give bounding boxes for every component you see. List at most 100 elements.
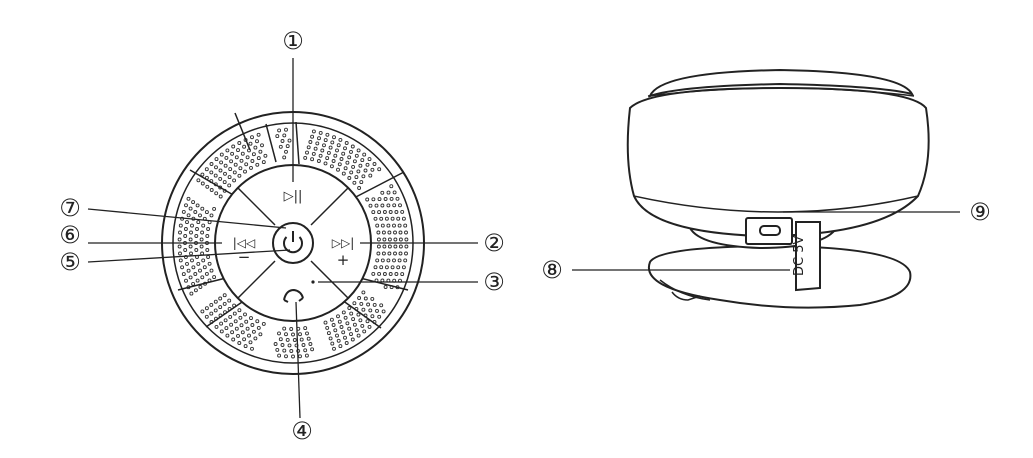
grille-dot [338, 344, 343, 349]
grille-dot [236, 333, 240, 338]
grille-dot [299, 337, 304, 342]
grille-dot [311, 129, 316, 134]
grille-dot [177, 237, 182, 242]
grille-dot [365, 197, 370, 202]
grille-dot [219, 321, 224, 326]
grille-dot [400, 272, 405, 277]
volume-up-icon[interactable]: + [337, 251, 350, 269]
grille-dot [373, 265, 378, 270]
grille-dot [329, 317, 334, 322]
grille-dot [284, 354, 288, 359]
grille-dot [189, 251, 193, 256]
front-view: ▷|| ▷▷| + |◁◁ − ① ② ③ ④ ⑤ ⑥ ⑦ [59, 27, 505, 445]
grille-dot [188, 275, 193, 280]
grille-dot [325, 325, 330, 330]
grille-dot [360, 158, 365, 163]
grille-dot [393, 244, 398, 249]
grille-dot [243, 344, 248, 349]
grille-dot [387, 244, 392, 249]
grille-dot [362, 329, 367, 334]
grille-dot [183, 255, 188, 259]
grille-dot [189, 291, 194, 296]
grille-dot [301, 343, 306, 347]
grille-dot [278, 144, 283, 149]
grille-dot [341, 151, 346, 156]
grille-dot [303, 326, 308, 331]
grille-dot [344, 141, 349, 145]
grille-dot [242, 337, 247, 342]
grille-dot [255, 319, 260, 324]
grille-dot [209, 311, 214, 316]
grille-dot [204, 271, 209, 276]
grille-dot [320, 148, 325, 153]
grille-dot [195, 278, 200, 283]
grille-dot [349, 332, 353, 337]
grille-dot [196, 178, 201, 183]
grille-dot [375, 223, 380, 228]
grille-dot [227, 183, 232, 188]
grille-dot [335, 333, 339, 338]
grille-dot [303, 348, 308, 353]
grille-dot [250, 159, 255, 163]
grille-dot [284, 332, 288, 337]
grille-dot [188, 206, 193, 211]
grille-dot [201, 258, 206, 263]
grille-dot [258, 332, 263, 337]
grille-dot [190, 258, 194, 263]
grille-dot [358, 163, 363, 168]
grille-dot [219, 152, 224, 157]
power-button[interactable] [272, 222, 314, 264]
grille-dot [325, 132, 330, 137]
grille-dot [377, 271, 382, 276]
previous-track-icon[interactable]: |◁◁ [233, 236, 256, 250]
grille-dot [282, 133, 287, 138]
grille-dot [191, 281, 196, 286]
grille-dot [249, 316, 253, 321]
grille-dot [404, 244, 409, 249]
grille-dot [231, 337, 236, 342]
callout-4: ④ [291, 417, 313, 445]
grille-dot [349, 311, 354, 316]
volume-down-icon[interactable]: − [238, 248, 251, 266]
grille-dot [255, 139, 259, 144]
grille-dot [343, 166, 348, 171]
grille-dot [228, 167, 233, 172]
grille-dot [284, 127, 288, 132]
grille-dot [397, 258, 402, 263]
grille-dot [328, 145, 333, 150]
grille-dot [239, 323, 244, 328]
play-pause-icon[interactable]: ▷|| [284, 189, 303, 204]
grille-dot [305, 150, 309, 155]
grille-dot [400, 209, 405, 214]
grille-dot [184, 278, 188, 283]
next-track-icon[interactable]: ▷▷| [332, 236, 355, 250]
grille-dot [236, 148, 240, 153]
grille-dot [393, 230, 397, 235]
grille-dot [387, 237, 392, 242]
phone-icon[interactable] [283, 288, 304, 303]
grille-dot [397, 223, 402, 228]
grille-dot [184, 203, 188, 208]
callout-9: ⑨ [969, 198, 991, 226]
grille-dot [287, 138, 292, 143]
grille-dot [209, 162, 214, 166]
grille-dot [386, 190, 391, 195]
grille-dot [200, 309, 205, 314]
grille-dot [361, 307, 366, 312]
power-icon [283, 231, 303, 254]
grille-dot [256, 156, 261, 161]
dc-5v-label: DC 5V [792, 236, 807, 276]
grille-dot [367, 157, 372, 162]
grille-dot [232, 170, 237, 175]
grille-dot [199, 237, 204, 242]
grille-dot [354, 175, 359, 180]
grille-dot [377, 210, 382, 215]
grille-dot [282, 326, 287, 331]
port-cover-flap[interactable] [795, 221, 821, 292]
grille-dot [351, 317, 356, 322]
grille-dot [343, 335, 347, 340]
grille-dot [249, 165, 253, 170]
grille-dot [347, 155, 352, 160]
usb-port[interactable] [759, 225, 781, 236]
grille-dot [341, 171, 346, 176]
